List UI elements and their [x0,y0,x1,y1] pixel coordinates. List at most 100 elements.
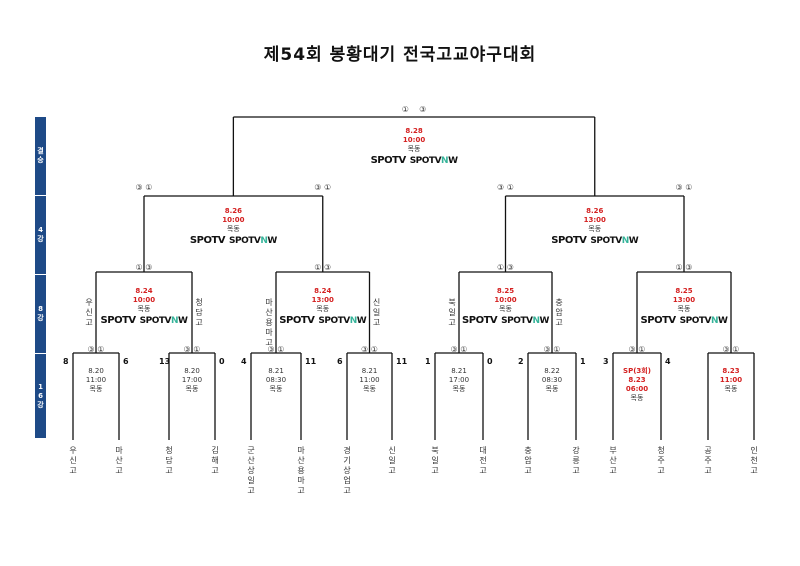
match-venue: 목동 [499,305,512,313]
team-score: 2 [518,357,524,366]
sf-seed-marks-left: ③ ① [497,183,514,192]
match-date: 8.21 [268,367,284,375]
round-label-round-of-16: 16강 [35,354,46,438]
team-name-2: 마산고 [115,446,123,475]
match-date: 8.20 [184,367,200,375]
match-note: SP(3회) [623,367,651,375]
match-venue: 목동 [724,385,738,393]
spotv-logo: SPOTV [370,155,407,166]
match-time: 13:00 [583,216,606,224]
qf-team-vertical-left: 마산용마고 [265,298,273,347]
match-venue: 목동 [545,385,559,393]
match-date: 8.23 [628,376,646,384]
match-date: 8.22 [544,367,560,375]
team-name-6: 마산용마고 [297,446,305,495]
match-venue: 목동 [185,385,199,393]
team-name-9: 북일고 [431,446,439,475]
match-time: 17:00 [181,376,203,384]
spotv-now-text: SPOTV [501,316,533,326]
match-time: 17:00 [448,376,470,384]
round-label-quarterfinal: 8강 [35,275,46,353]
match-venue: 목동 [89,385,103,393]
team-name-12: 강릉고 [572,446,580,475]
sf-seed-marks-right: ③ ① [314,183,332,192]
spotv-now-letter-n: N [532,316,540,326]
team-score: 11 [305,357,317,366]
spotv-now-letter-n: N [441,156,449,166]
match-date: 8.25 [496,287,515,295]
spotv-now-text: SPOTV [409,156,442,166]
team-score: 4 [241,357,247,366]
qf-team-vertical-right: 청담고 [195,298,203,327]
spotv-now-letter-n: N [710,316,719,326]
team-name-3: 청담고 [165,446,173,475]
match-time: 08:30 [541,376,563,384]
match-date: 8.21 [451,367,467,375]
spotv-now-logo: SPOTVNW [140,316,188,326]
spotv-now-letter-w: W [539,316,550,326]
team-score: 8 [63,357,69,366]
qf-seed-marks: ① ③ [675,263,693,272]
team-score: 3 [603,357,609,366]
spotv-now-letter-w: W [267,236,277,246]
spotv-logo: SPOTV [189,235,226,246]
team-name-4: 김해고 [211,446,219,475]
qf-team-vertical-right: 신일고 [372,298,381,327]
r16-seed-marks: ③ ① [543,345,561,354]
match-time: 08:30 [265,376,287,384]
match-time: 13:00 [311,296,334,304]
team-name-16: 인천고 [750,446,758,475]
match-time: 10:00 [222,216,245,224]
match-time: 10:00 [132,296,156,304]
qf-seed-marks: ① ③ [135,263,153,272]
match-venue: 목동 [137,305,151,313]
team-score: 6 [337,357,343,366]
team-name-5: 군산상일고 [247,446,255,495]
r16-seed-marks: ③ ① [267,345,285,354]
spotv-now-letter-n: N [170,316,179,326]
spotv-now-logo: SPOTVNW [680,316,728,326]
r16-seed-marks: ③ ① [183,345,201,354]
spotv-now-letter-n: N [349,316,358,326]
team-name-1: 우신고 [69,446,77,475]
match-time: 13:00 [672,296,696,304]
team-score: 0 [487,357,493,366]
spotv-logo: SPOTV [462,315,498,326]
qf-team-vertical-left: 우신고 [85,298,93,327]
match-date: 8.23 [722,367,740,375]
qf-team-vertical-right: 충암고 [555,298,563,327]
team-score: 4 [665,357,671,366]
spotv-logo: SPOTV [279,315,315,326]
spotv-now-letter-n: N [260,236,268,246]
match-venue: 목동 [269,385,283,393]
qf-seed-marks: ① ③ [314,263,332,272]
spotv-now-text: SPOTV [139,316,172,326]
match-date: 8.25 [675,287,693,295]
spotv-now-letter-w: W [628,236,639,246]
spotv-logo: SPOTV [100,315,137,326]
match-venue: 목동 [677,305,691,313]
match-venue: 목동 [363,385,376,393]
team-score: 1 [425,357,431,366]
match-venue: 목동 [407,145,421,153]
team-score: 13 [159,357,171,366]
team-name-15: 공주고 [704,446,712,475]
match-venue: 목동 [316,305,330,313]
